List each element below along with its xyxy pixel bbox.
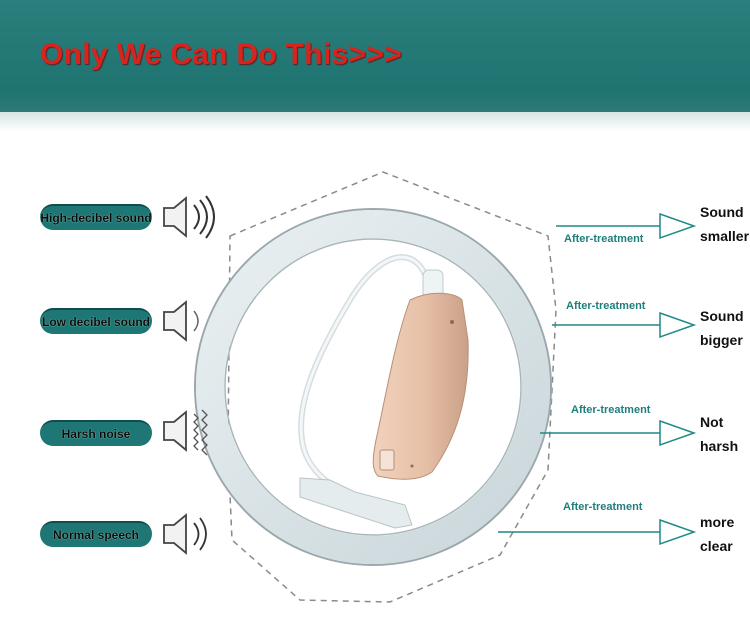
result-line1: Sound bbox=[700, 308, 744, 324]
dashed-outline bbox=[227, 171, 557, 603]
after-treatment-label: After-treatment bbox=[566, 300, 646, 312]
arrow-3 bbox=[540, 419, 697, 447]
loud-speaker-icon bbox=[163, 195, 215, 239]
input-label: High-decibel sound bbox=[40, 211, 152, 225]
noisy-speaker-icon bbox=[163, 409, 208, 456]
header-banner bbox=[0, 0, 750, 112]
quiet-speaker-icon bbox=[163, 300, 199, 342]
result-sound-smaller: Sound smaller bbox=[700, 200, 749, 248]
result-line2: clear bbox=[700, 538, 733, 554]
speaker-icon bbox=[163, 513, 207, 555]
result-not-harsh: Not harsh bbox=[700, 410, 738, 458]
input-label: Low decibel sound bbox=[41, 315, 150, 329]
hearing-aid-icon bbox=[298, 254, 469, 529]
after-treatment-label: After-treatment bbox=[571, 404, 651, 416]
result-line2: harsh bbox=[700, 438, 739, 454]
after-treatment-label: After-treatment bbox=[564, 233, 644, 245]
input-label: Normal speech bbox=[52, 528, 140, 542]
result-line2: smaller bbox=[700, 228, 750, 244]
result-sound-bigger: Sound bigger bbox=[700, 304, 744, 352]
result-line1: Sound bbox=[700, 204, 744, 220]
input-pill-low-decibel: Low decibel sound bbox=[40, 308, 152, 334]
ring-inner-outline bbox=[224, 238, 522, 536]
ring bbox=[196, 210, 550, 564]
result-line2: bigger bbox=[700, 332, 743, 348]
banner-shadow bbox=[0, 112, 750, 132]
ring-outline bbox=[194, 208, 552, 566]
input-pill-high-decibel: High-decibel sound bbox=[40, 204, 152, 230]
banner-title: Only We Can Do This>>> bbox=[40, 38, 402, 71]
input-label: Harsh noise bbox=[61, 427, 131, 441]
arrow-4 bbox=[498, 518, 697, 546]
arrow-2 bbox=[552, 311, 697, 339]
after-treatment-label: After-treatment bbox=[563, 501, 643, 513]
input-pill-normal-speech: Normal speech bbox=[40, 521, 152, 547]
input-pill-harsh-noise: Harsh noise bbox=[40, 420, 152, 446]
result-line1: more bbox=[700, 514, 735, 530]
arrow-1 bbox=[556, 212, 697, 240]
result-line1: Not bbox=[700, 414, 724, 430]
result-more-clear: more clear bbox=[700, 510, 734, 558]
